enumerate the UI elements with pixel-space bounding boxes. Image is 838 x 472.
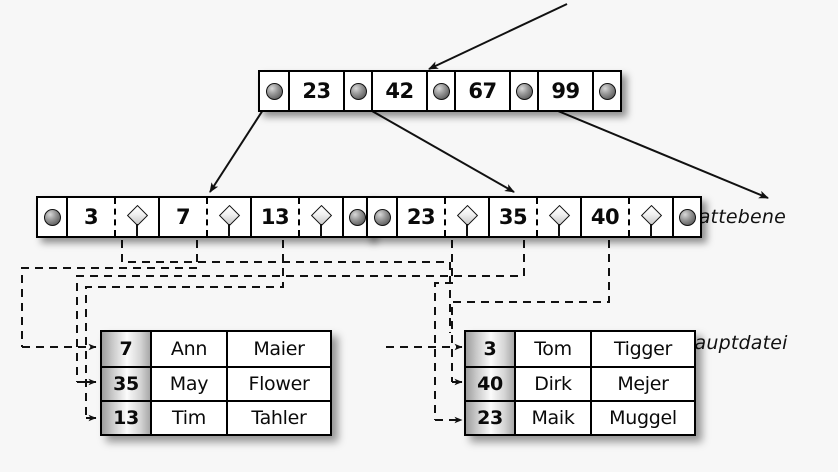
record-key: 23 <box>466 402 514 434</box>
arrow-root-to-right-leaf <box>350 98 515 193</box>
root-node[interactable]: 23 42 67 99 <box>258 70 622 112</box>
record-key: 40 <box>466 368 514 400</box>
leaf-node-right[interactable]: 23 35 40 <box>366 196 702 238</box>
root-pointer-3[interactable] <box>509 72 537 110</box>
leaf-left-prev-pointer[interactable] <box>38 198 66 236</box>
root-key-0: 23 <box>288 72 343 110</box>
leaf-node-left[interactable]: 3 7 13 <box>36 196 372 238</box>
leaf-right-record-pointer-2[interactable] <box>628 198 672 237</box>
sphere-pointer-icon <box>348 208 366 226</box>
leaf-left-key-1: 7 <box>158 198 206 236</box>
record-lastname: Tigger <box>590 332 694 366</box>
leaf-left-record-pointer-0[interactable] <box>114 198 158 237</box>
hauptdatei-tabelle-rechts[interactable]: 3 Tom Tigger 40 Dirk Mejer 23 Maik Mugge… <box>464 330 696 436</box>
record-key: 7 <box>102 332 150 366</box>
leaf-right-record-pointer-0[interactable] <box>444 198 488 237</box>
root-key-2: 67 <box>454 72 509 110</box>
leaf-right-next-pointer[interactable] <box>672 198 700 236</box>
table-row[interactable]: 40 Dirk Mejer <box>466 366 694 400</box>
leaf-left-record-pointer-2[interactable] <box>298 198 342 237</box>
sphere-pointer-icon <box>515 82 533 100</box>
record-firstname: Tim <box>150 402 226 434</box>
table-row[interactable]: 35 May Flower <box>102 366 330 400</box>
sphere-pointer-icon <box>349 82 367 100</box>
record-lastname: Maier <box>226 332 330 366</box>
root-pointer-1[interactable] <box>343 72 371 110</box>
record-key: 13 <box>102 402 150 434</box>
root-key-1: 42 <box>371 72 426 110</box>
sphere-pointer-icon <box>598 82 616 100</box>
root-key-3: 99 <box>537 72 592 110</box>
root-pointer-0[interactable] <box>260 72 288 110</box>
sphere-pointer-icon <box>43 208 61 226</box>
leaf-right-key-2: 40 <box>580 198 628 236</box>
sphere-pointer-icon <box>265 82 283 100</box>
record-key: 3 <box>466 332 514 366</box>
label-hauptdatei: Hauptdatei <box>680 332 788 354</box>
leaf-right-prev-pointer[interactable] <box>368 198 396 236</box>
record-firstname: Ann <box>150 332 226 366</box>
sphere-pointer-icon <box>432 82 450 100</box>
record-firstname: Dirk <box>514 368 590 400</box>
table-row[interactable]: 13 Tim Tahler <box>102 400 330 434</box>
table-row[interactable]: 3 Tom Tigger <box>466 332 694 366</box>
root-pointer-4[interactable] <box>592 72 620 110</box>
record-lastname: Muggel <box>590 402 694 434</box>
record-firstname: Maik <box>514 402 590 434</box>
leaf-left-key-2: 13 <box>250 198 298 236</box>
sphere-pointer-icon <box>678 208 696 226</box>
diamond-pointer-icon <box>630 198 672 237</box>
leaf-right-key-0: 23 <box>396 198 444 236</box>
record-firstname: Tom <box>514 332 590 366</box>
arrow-into-root <box>428 3 568 70</box>
root-pointer-2[interactable] <box>426 72 454 110</box>
leaf-right-key-1: 35 <box>488 198 536 236</box>
record-lastname: Tahler <box>226 402 330 434</box>
diamond-pointer-icon <box>538 198 580 237</box>
leaf-left-record-pointer-1[interactable] <box>206 198 250 237</box>
diamond-pointer-icon <box>446 198 488 237</box>
record-lastname: Flower <box>226 368 330 400</box>
leaf-left-key-0: 3 <box>66 198 114 236</box>
diamond-pointer-icon <box>116 198 158 237</box>
table-row[interactable]: 7 Ann Maier <box>102 332 330 366</box>
label-blattebene: Blattebene <box>680 206 787 228</box>
diamond-pointer-icon <box>300 198 342 237</box>
leaf-right-record-pointer-1[interactable] <box>536 198 580 237</box>
table-row[interactable]: 23 Maik Muggel <box>466 400 694 434</box>
sphere-pointer-icon <box>373 208 391 226</box>
record-lastname: Mejer <box>590 368 694 400</box>
record-firstname: May <box>150 368 226 400</box>
diamond-pointer-icon <box>208 198 250 237</box>
hauptdatei-tabelle-links[interactable]: 7 Ann Maier 35 May Flower 13 Tim Tahler <box>100 330 332 436</box>
record-key: 35 <box>102 368 150 400</box>
